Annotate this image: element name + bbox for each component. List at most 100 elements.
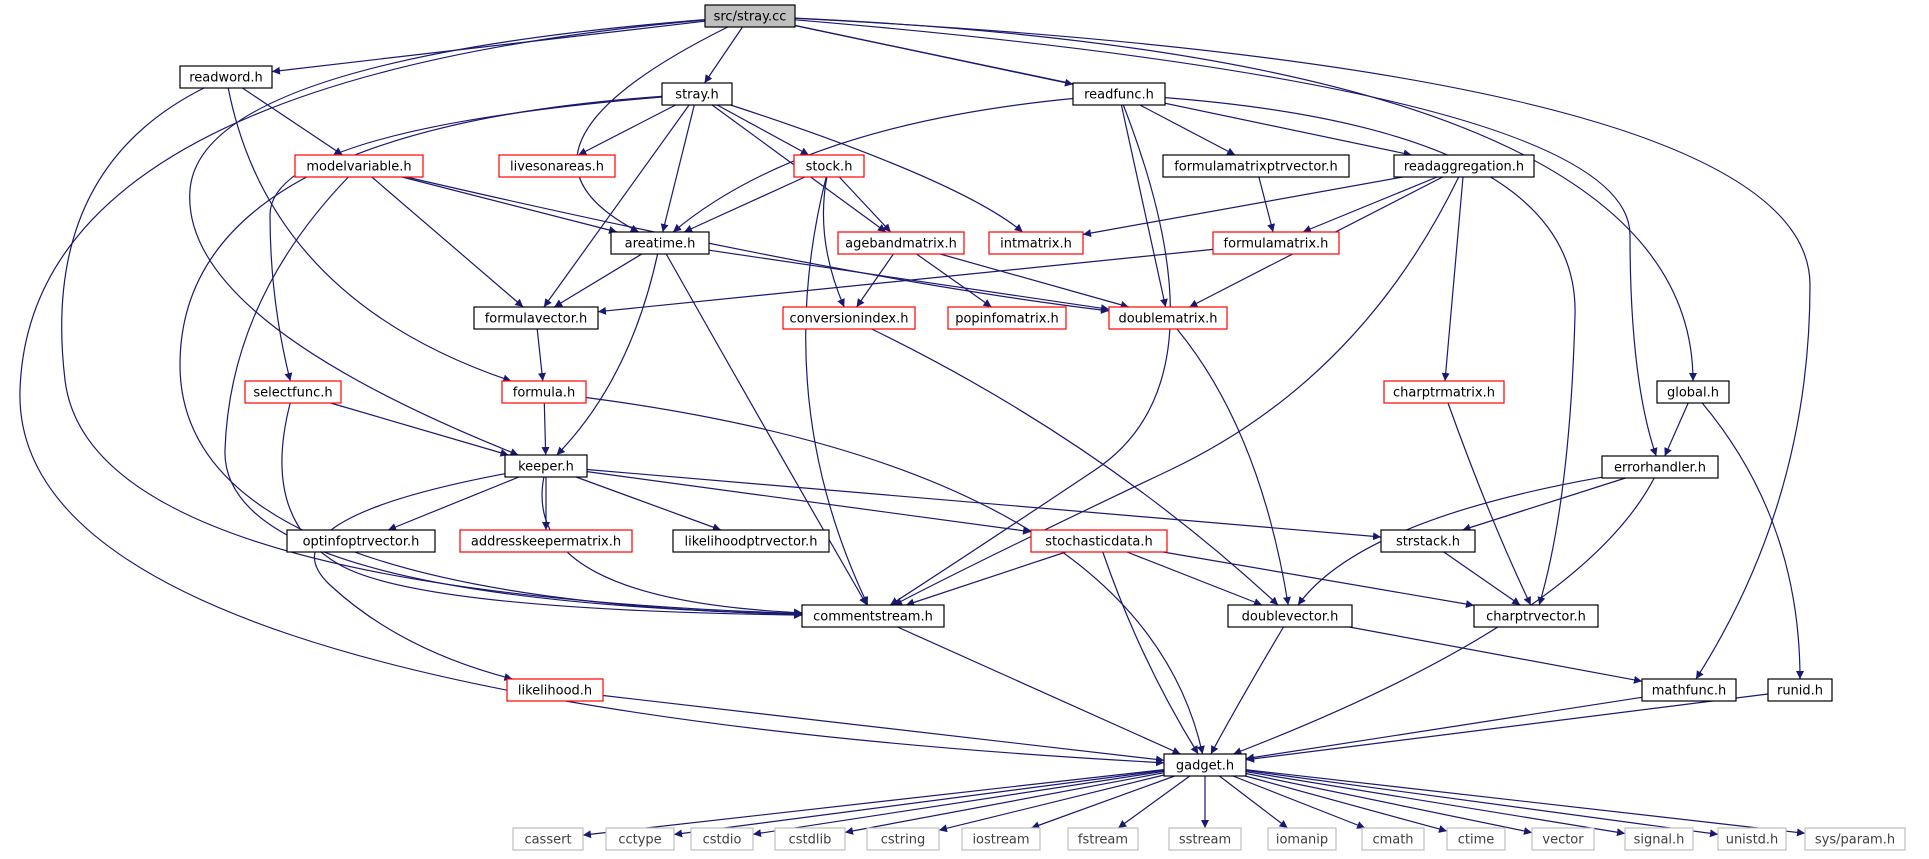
edge-stray_h-to-selectfunc_h <box>269 96 663 382</box>
node-box <box>501 380 587 404</box>
node-box <box>1601 455 1719 479</box>
node-intmatrix_h[interactable]: intmatrix.h <box>988 231 1084 255</box>
node-charptrmatrix_h[interactable]: charptrmatrix.h <box>1383 380 1505 404</box>
node-readword_h[interactable]: readword.h <box>179 65 273 89</box>
node-errorhandler_h[interactable]: errorhandler.h <box>1601 455 1719 479</box>
node-label: charptrvector.h <box>1486 610 1586 625</box>
edge-gadget_h-to-fstream <box>1117 775 1191 829</box>
node-box <box>1767 678 1833 702</box>
edge-stochasticdata_h-to-gadget_h <box>1102 551 1199 755</box>
node-label: agebandmatrix.h <box>845 237 957 252</box>
node-box <box>1473 604 1599 628</box>
node-stray_cc[interactable]: src/stray.cc <box>704 4 796 28</box>
edge-gadget_h-to-unistd_h <box>1245 769 1719 838</box>
edge-runid_h-to-gadget_h <box>1245 693 1769 763</box>
node-label: ctime <box>1458 833 1495 848</box>
node-box <box>782 306 916 330</box>
edge-stray_cc-to-gadget_h <box>19 19 1165 767</box>
edge-stock_h-to-commentstream_h <box>805 176 869 606</box>
node-ctime: ctime <box>1446 827 1506 851</box>
node-iostream: iostream <box>961 827 1041 851</box>
node-charptrvector_h[interactable]: charptrvector.h <box>1473 604 1599 628</box>
node-iomanip: iomanip <box>1267 827 1337 851</box>
node-commentstream_h[interactable]: commentstream.h <box>801 604 945 628</box>
edge-stochasticdata_h-to-commentstream_h <box>905 551 1067 607</box>
node-conversionindex_h[interactable]: conversionindex.h <box>782 306 916 330</box>
edge-conversionindex_h-to-doublevector_h <box>871 328 1279 606</box>
node-agebandmatrix_h[interactable]: agebandmatrix.h <box>837 231 965 255</box>
edge-keeper_h-to-optinfoptrvector_h <box>387 476 520 531</box>
node-addresskeepermatrix_h[interactable]: addresskeepermatrix.h <box>459 529 633 553</box>
node-label: cctype <box>618 833 661 848</box>
node-box <box>1361 827 1425 851</box>
node-box <box>1717 827 1787 851</box>
node-box <box>704 4 796 28</box>
node-label: selectfunc.h <box>253 386 332 401</box>
node-label: cassert <box>524 833 571 848</box>
node-fstream: fstream <box>1067 827 1139 851</box>
node-gadget_h[interactable]: gadget.h <box>1163 753 1247 777</box>
node-mathfunc_h[interactable]: mathfunc.h <box>1641 678 1737 702</box>
node-box <box>473 306 599 330</box>
node-box <box>1067 827 1139 851</box>
node-areatime_h[interactable]: areatime.h <box>610 231 710 255</box>
node-label: gadget.h <box>1176 759 1234 774</box>
node-optinfoptrvector_h[interactable]: optinfoptrvector.h <box>286 529 436 553</box>
node-box <box>504 454 588 478</box>
edge-formula_h-to-gadget_h <box>585 396 1205 755</box>
node-runid_h[interactable]: runid.h <box>1767 678 1833 702</box>
node-cassert: cassert <box>512 827 584 851</box>
node-label: errorhandler.h <box>1614 461 1706 476</box>
node-cstring: cstring <box>866 827 940 851</box>
node-label: cstdlib <box>789 833 832 848</box>
node-label: stochasticdata.h <box>1045 535 1152 550</box>
node-label: vector <box>1542 833 1584 848</box>
node-formulavector_h[interactable]: formulavector.h <box>473 306 599 330</box>
edge-global_h-to-runid_h <box>1701 402 1804 680</box>
node-likelihood_h[interactable]: likelihood.h <box>506 678 604 702</box>
node-label: likelihood.h <box>518 684 592 699</box>
node-livesonareas_h[interactable]: livesonareas.h <box>498 154 616 178</box>
node-readaggregation_h[interactable]: readaggregation.h <box>1393 154 1535 178</box>
node-formulamatrix_h[interactable]: formulamatrix.h <box>1212 231 1340 255</box>
node-box <box>1380 529 1476 553</box>
node-popinfomatrix_h[interactable]: popinfomatrix.h <box>947 306 1067 330</box>
edge-doublevector_h-to-gadget_h <box>1210 626 1285 755</box>
edge-modelvariable_h-to-doublematrix_h <box>406 176 1110 314</box>
edge-keeper_h-to-commentstream_h <box>541 476 803 617</box>
edge-gadget_h-to-cstdlib <box>844 772 1165 835</box>
edge-likelihood_h-to-gadget_h <box>602 694 1165 764</box>
node-formula_h[interactable]: formula.h <box>501 380 587 404</box>
node-strstack_h[interactable]: strstack.h <box>1380 529 1476 553</box>
node-keeper_h[interactable]: keeper.h <box>504 454 588 478</box>
node-box <box>605 827 675 851</box>
node-global_h[interactable]: global.h <box>1656 380 1730 404</box>
node-doublevector_h[interactable]: doublevector.h <box>1227 604 1353 628</box>
node-label: readaggregation.h <box>1404 160 1524 175</box>
node-modelvariable_h[interactable]: modelvariable.h <box>294 154 424 178</box>
node-label: global.h <box>1667 386 1719 401</box>
node-stochasticdata_h[interactable]: stochasticdata.h <box>1030 529 1168 553</box>
node-doublematrix_h[interactable]: doublematrix.h <box>1108 306 1228 330</box>
node-formulamatrixptrvector_h[interactable]: formulamatrixptrvector.h <box>1162 154 1350 178</box>
node-selectfunc_h[interactable]: selectfunc.h <box>244 380 342 404</box>
node-label: signal.h <box>1634 833 1685 848</box>
edge-gadget_h-to-cctype <box>673 769 1165 838</box>
node-readfunc_h[interactable]: readfunc.h <box>1072 82 1166 106</box>
edge-stray_h-to-commentstream_h <box>179 95 803 619</box>
node-box <box>866 827 940 851</box>
node-box <box>1072 82 1166 106</box>
edge-stochasticdata_h-to-charptrvector_h <box>1162 551 1475 608</box>
edge-gadget_h-to-cmath <box>1232 775 1366 829</box>
node-stock_h[interactable]: stock.h <box>793 154 865 178</box>
edge-readaggregation_h-to-charptrmatrix_h <box>1441 176 1464 382</box>
node-box <box>690 827 754 851</box>
node-unistd_h: unistd.h <box>1717 827 1787 851</box>
node-signal_h: signal.h <box>1624 827 1694 851</box>
node-likelihoodptrvector_h[interactable]: likelihoodptrvector.h <box>672 529 830 553</box>
node-label: doublematrix.h <box>1118 312 1217 327</box>
node-label: keeper.h <box>518 460 574 475</box>
edge-stock_h-to-agebandmatrix_h <box>838 176 892 233</box>
edge-readfunc_h-to-commentstream_h <box>889 104 1171 606</box>
node-stray_h[interactable]: stray.h <box>661 82 733 106</box>
